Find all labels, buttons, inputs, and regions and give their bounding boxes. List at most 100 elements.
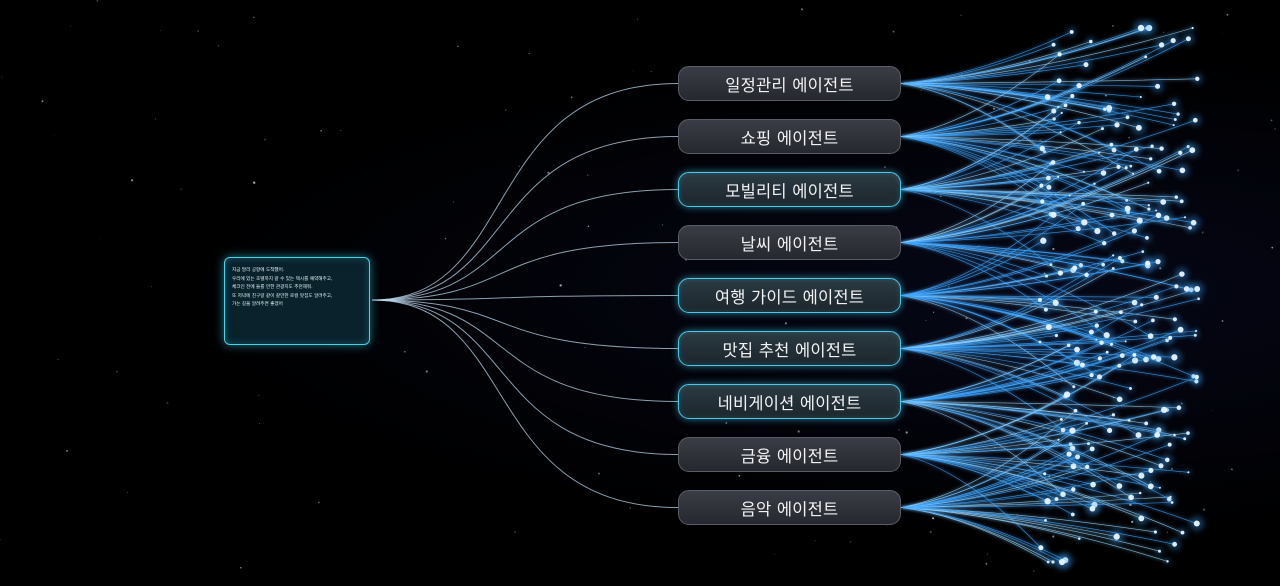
fiber-tip: [1174, 284, 1179, 289]
fiber-strand: [900, 118, 1055, 137]
fiber-tip: [1066, 343, 1071, 348]
agent-node-travel-guide[interactable]: 여행 가이드 에이전트: [678, 278, 901, 313]
fiber-tip: [1138, 491, 1142, 495]
star-dot: [126, 491, 128, 493]
fiber-tip: [1069, 29, 1074, 34]
star-dot: [1212, 409, 1214, 411]
fiber-strand: [900, 214, 1054, 296]
agent-node-navigation[interactable]: 네비게이션 에이전트: [678, 384, 901, 419]
fiber-tip: [1044, 94, 1051, 100]
connection-line: [371, 83, 679, 301]
agent-node-restaurant[interactable]: 맛집 추천 에이전트: [678, 331, 901, 366]
fiber-tip: [1119, 310, 1123, 315]
star-dot: [154, 118, 157, 120]
fiber-strand: [900, 242, 1104, 265]
fiber-strand: [900, 136, 1131, 167]
fiber-tip: [1192, 117, 1198, 123]
fiber-tip: [1172, 541, 1178, 547]
star-dot: [264, 138, 267, 141]
star-dot: [784, 322, 788, 325]
star-dot: [528, 184, 530, 185]
fiber-tip: [1173, 433, 1176, 437]
fiber-strand: [900, 44, 1162, 84]
fiber-tip: [1179, 167, 1186, 174]
fiber-strand: [900, 176, 1059, 243]
fiber-tip: [1168, 335, 1173, 340]
fiber-tip: [1038, 545, 1044, 551]
fiber-strand: [900, 242, 1047, 310]
fiber-strand: [900, 268, 1114, 349]
fiber-strand: [900, 329, 1181, 402]
fiber-tip: [1085, 421, 1089, 425]
fiber-strand: [900, 489, 1074, 508]
fiber-strand: [900, 80, 1060, 137]
fiber-strand: [900, 44, 1054, 84]
star-dot: [886, 525, 888, 527]
agent-label: 모빌리티 에이전트: [725, 181, 854, 201]
star-dot: [629, 507, 632, 509]
fiber-tip: [1165, 457, 1170, 463]
fiber-strand: [900, 78, 1198, 84]
star-dot: [1131, 520, 1134, 524]
fiber-strand: [900, 401, 1168, 461]
agent-node-mobility[interactable]: 모빌리티 에이전트: [678, 172, 901, 207]
fiber-tip: [1074, 346, 1080, 353]
agent-node-weather[interactable]: 날씨 에이전트: [678, 225, 901, 260]
fiber-tip: [1124, 166, 1128, 170]
star-dot: [1052, 535, 1055, 538]
star-dot: [54, 135, 55, 137]
fiber-strand: [900, 189, 1148, 239]
fiber-tip: [1129, 164, 1133, 168]
fiber-tip: [1171, 354, 1178, 361]
fiber-tip: [1085, 464, 1090, 469]
star-dot: [960, 14, 962, 16]
fiber-tip: [1176, 112, 1180, 116]
fiber-strand: [900, 240, 1044, 296]
star-dot: [1236, 169, 1240, 172]
fiber-tip: [1114, 122, 1120, 128]
star-dot: [932, 517, 935, 520]
fiber-tip: [1051, 560, 1055, 564]
fiber-strand: [900, 242, 1052, 265]
connection-line: [371, 189, 679, 301]
fiber-strand: [900, 453, 1070, 508]
agent-node-schedule[interactable]: 일정관리 에이전트: [678, 66, 901, 101]
star-dot: [1128, 137, 1130, 139]
fiber-tip: [1158, 486, 1161, 489]
agent-node-shopping[interactable]: 쇼핑 에이전트: [678, 119, 901, 154]
agent-node-music[interactable]: 음악 에이전트: [678, 490, 901, 525]
fiber-tip: [1170, 38, 1176, 44]
fiber-tip: [1105, 350, 1109, 354]
star-dot: [131, 179, 134, 182]
star-dot: [598, 472, 600, 475]
star-dot: [253, 181, 256, 184]
fiber-tip: [1073, 408, 1078, 413]
star-dot: [504, 109, 507, 111]
fiber-tip: [1043, 307, 1048, 312]
user-prompt-box: 지금 말리 공항에 도착했어. 우리에 있는 호텔까지 갈 수 있는 택시를 예…: [224, 257, 370, 345]
fiber-strand: [900, 295, 1159, 360]
fiber-tip: [1060, 111, 1063, 114]
fiber-strand: [900, 335, 1057, 349]
fiber-tip: [1046, 175, 1051, 181]
fiber-strand: [900, 355, 1123, 402]
star-dot: [180, 188, 182, 191]
star-dot: [317, 501, 320, 504]
fiber-tip: [1109, 342, 1114, 346]
fiber-tip: [1135, 432, 1142, 439]
fiber-tip: [1111, 231, 1117, 236]
fiber-tip: [1075, 454, 1080, 460]
agent-node-finance[interactable]: 금융 에이전트: [678, 437, 901, 472]
fiber-tip: [1139, 95, 1142, 99]
fiber-tip: [1046, 184, 1052, 190]
fiber-tip: [1186, 431, 1190, 435]
fiber-tip: [1076, 82, 1082, 89]
fiber-tip: [1040, 237, 1047, 244]
fiber-tip: [1093, 309, 1098, 314]
fiber-tip: [1137, 24, 1145, 32]
fiber-tip: [1197, 297, 1200, 301]
fiber-tip: [1052, 299, 1059, 306]
star-dot: [258, 394, 260, 397]
fiber-tip: [1128, 494, 1134, 501]
fiber-tip: [1050, 160, 1056, 165]
